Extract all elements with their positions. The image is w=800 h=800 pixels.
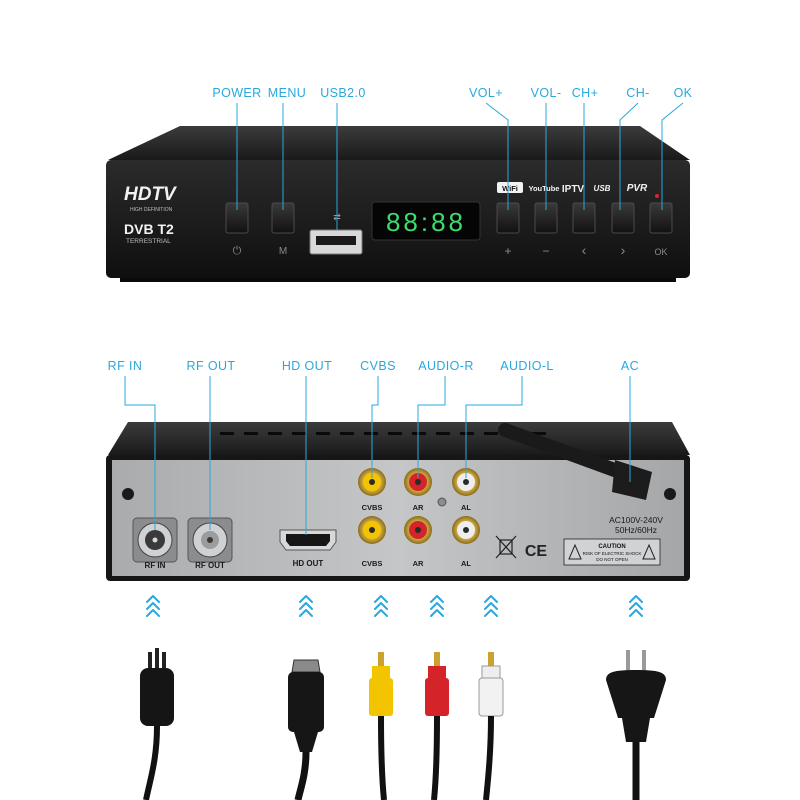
rf-out-port[interactable] [187,517,233,563]
chevron-up-icon [146,595,160,617]
cvbs-jack-bottom[interactable] [358,516,386,544]
terrestrial-label: TERRESTRIAL [126,238,171,245]
callout-audio-l: AUDIO-L [500,359,554,373]
caution-label: CAUTION RISK OF ELECTRIC SHOCK DO NOT OP… [563,538,661,566]
callout-rf-in: RF IN [108,359,143,373]
screw [437,497,447,507]
hdtv-logo-subtitle: HIGH DEFINITION [130,207,173,213]
callout-menu: MENU [268,86,306,100]
rf-in-port[interactable] [132,517,178,563]
cvbs-label-bottom: CVBS [362,559,383,568]
back-leader-lines [124,376,631,535]
rca-jacks [358,468,480,544]
ch-down-button[interactable] [611,202,635,234]
cvbs-jack-top[interactable] [358,468,386,496]
antenna-plug-icon [140,648,174,800]
audio-l-jack-top[interactable] [452,468,480,496]
power-spec-voltage: AC100V-240V [609,515,663,525]
chevron-up-icon [430,595,444,617]
audio-l-jack-bottom[interactable] [452,516,480,544]
plus-glyph: + [504,244,511,258]
callout-hd-out: HD OUT [282,359,332,373]
ac-power-cord[interactable] [498,423,652,500]
display-time: 88:88 [386,207,466,237]
audio-r-jack-top[interactable] [404,468,432,496]
right-chevron-icon: › [621,242,626,258]
caution-line-1: RISK OF ELECTRIC SHOCK [583,551,642,556]
front-leader-lines [236,102,684,230]
pvr-badge: PVR [627,183,648,194]
rf-in-label: RF IN [145,561,166,570]
weee-bin-icon [495,535,517,559]
chevron-up-icon [299,595,313,617]
dvb-t2-logo: DVB T2 [124,221,174,237]
vent-slots [220,432,546,435]
screw [664,488,676,500]
rca-red-plug-icon [425,652,449,800]
cvbs-label-top: CVBS [362,503,383,512]
callout-rf-out: RF OUT [187,359,236,373]
callout-vol-down: VOL- [531,86,562,100]
eu-power-plug-icon [606,650,666,800]
rf-out-label: RF OUT [195,561,225,570]
callout-cvbs: CVBS [360,359,396,373]
front-top-lid [108,126,690,160]
al-label-bottom: AL [461,559,471,568]
back-panel: RF IN RF OUT HD OUT [106,359,690,581]
menu-glyph: M [279,246,287,257]
ok-glyph: OK [654,247,667,257]
power-icon: ⏻ [233,245,242,257]
feature-badges: WiFi YouTube IPTV USB PVR [497,182,659,198]
callout-ch-down: CH- [626,86,649,100]
usb-badge: USB [594,184,611,193]
caution-line-2: DO NOT OPEN [596,557,627,562]
screw [122,488,134,500]
hdtv-logo-text: HDTV [124,184,177,205]
standby-led [655,194,659,198]
callout-ok: OK [674,86,693,100]
ar-label-bottom: AR [413,559,424,568]
al-label-top: AL [461,503,471,512]
callout-power: POWER [212,86,261,100]
led-display [371,201,481,241]
chevron-up-icon [374,595,388,617]
callout-ch-up: CH+ [572,86,599,100]
callout-usb: USB2.0 [320,86,365,100]
minus-glyph: − [542,244,549,258]
back-top-lid [108,422,690,455]
wifi-badge: WiFi [502,184,518,193]
hdtv-logo: HDTV HIGH DEFINITION DVB T2 TERRESTRIAL [124,184,177,245]
cables [140,648,666,800]
audio-r-jack-bottom[interactable] [404,516,432,544]
hd-out-label: HD OUT [293,559,324,568]
ar-label-top: AR [413,503,424,512]
rca-white-plug-icon [478,652,504,800]
callout-audio-r: AUDIO-R [418,359,474,373]
left-chevron-icon: ‹ [582,242,587,258]
hdmi-port[interactable] [279,529,337,551]
ok-button[interactable] [649,202,673,234]
caution-title: CAUTION [598,544,625,550]
callout-ac: AC [621,359,639,373]
rca-yellow-plug-icon [369,652,393,800]
chevron-up-icon [484,595,498,617]
iptv-badge: IPTV [562,184,585,195]
ce-mark: CE [525,543,548,560]
hdmi-cable-icon [288,659,324,800]
power-spec-frequency: 50Hz/60Hz [615,525,657,535]
connection-arrows [146,595,643,617]
chevron-up-icon [629,595,643,617]
callout-vol-up: VOL+ [469,86,503,100]
front-panel: HDTV HIGH DEFINITION DVB T2 TERRESTRIAL … [106,86,693,282]
youtube-badge: YouTube [529,184,560,193]
